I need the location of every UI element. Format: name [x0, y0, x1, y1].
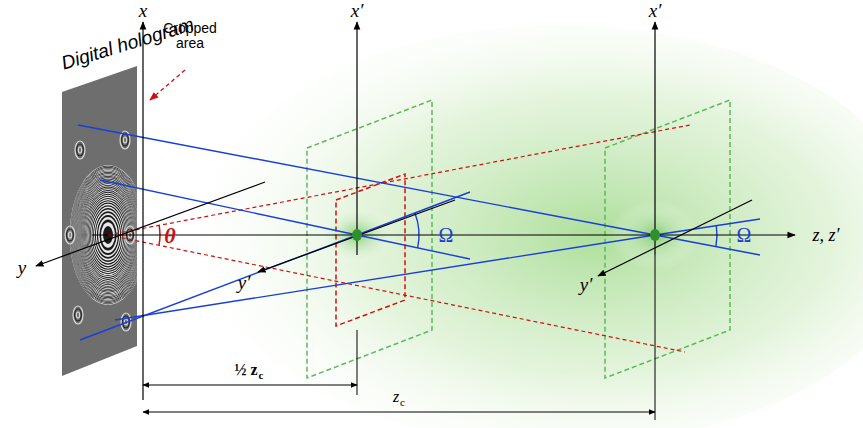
symbol-label: ½ z — [234, 362, 257, 379]
y-prime-axis — [258, 200, 455, 272]
light-ray — [115, 219, 760, 320]
symbol-label: y′ — [580, 275, 593, 295]
symbol-label: x′ — [649, 1, 662, 21]
symbol-label: Ω — [737, 225, 752, 246]
focal-point — [650, 229, 660, 241]
symbol-label: c — [259, 370, 264, 382]
green-light-field — [200, 25, 863, 428]
light-ray — [100, 180, 470, 259]
x-prime-axis — [356, 22, 357, 255]
symbol-label: θ — [164, 224, 175, 247]
focal-point — [352, 229, 362, 241]
symbol-label: Ω — [439, 225, 454, 246]
symbol-label: y′ — [238, 273, 251, 293]
fringe-pattern — [65, 131, 146, 331]
x-prime-axis — [654, 22, 655, 255]
reconstruction-plane — [307, 100, 432, 378]
symbol-label: y — [18, 258, 26, 278]
angle-arc — [415, 213, 419, 248]
symbol-label: x — [139, 1, 147, 21]
symbol-label: x′ — [351, 1, 364, 21]
leader-line — [150, 70, 185, 100]
symbol-label: c — [400, 397, 405, 409]
reconstruction-plane — [605, 100, 730, 378]
y-prime-axis — [598, 200, 752, 276]
symbol-label: z, z′ — [813, 226, 840, 245]
dimension-line — [143, 412, 655, 413]
light-ray — [80, 192, 470, 340]
x-axis — [142, 22, 143, 400]
dimension-line — [143, 385, 357, 386]
cropped-area-outline — [336, 174, 405, 326]
y-axis — [36, 182, 265, 266]
extension-line — [655, 255, 656, 420]
callout-label: Cropped area — [155, 21, 225, 50]
angle-arc — [716, 226, 717, 247]
symbol-label: z — [393, 389, 399, 406]
viewing-angle-ray — [108, 235, 685, 352]
